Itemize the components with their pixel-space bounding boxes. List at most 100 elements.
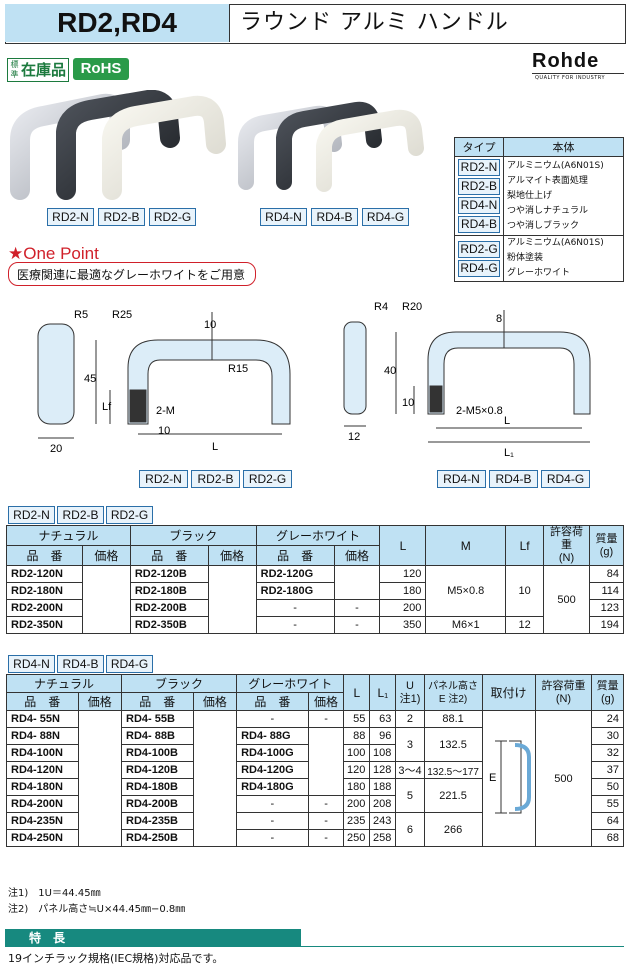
rd2-m: M5×0.8	[425, 565, 507, 617]
rd2-part-b: RD2-120B	[129, 565, 209, 583]
rd2-lf-header: Lf	[505, 525, 545, 566]
rd2-l: 120	[379, 565, 427, 583]
rd4-mass: 37	[591, 761, 624, 779]
rd2-part-n: RD2-350N	[6, 616, 83, 634]
rd2-label-lf: Lf	[102, 401, 112, 413]
type-code: RD2-N	[458, 159, 500, 176]
rd2-price-header: 価格	[333, 545, 381, 566]
drawing-tag-rd2-g: RD2-G	[243, 470, 292, 488]
rd4-panel-header: パネル高さ E 注2)	[423, 674, 483, 711]
rd4-table-tag-g: RD4-G	[106, 655, 153, 673]
rd4-u: 5	[395, 778, 425, 813]
mount-label-e: E	[489, 772, 496, 784]
rd4-part-g: -	[236, 795, 309, 813]
rd4-l1: 243	[369, 812, 397, 830]
table-row: RD2-200N RD2-200B - - 200 123	[6, 599, 625, 617]
rd4-price-n	[77, 710, 123, 847]
rd4-label-12: 12	[348, 431, 360, 443]
rd4-part-n: RD4-200N	[6, 795, 79, 813]
rd2-lf: 12	[505, 616, 545, 634]
photo-tag-rd2-n: RD2-N	[47, 208, 94, 226]
rd2-price-n	[81, 565, 131, 634]
type-code: RD2-G	[458, 240, 500, 258]
rd4-l1: 208	[369, 795, 397, 813]
rd4-part-b: RD4- 88B	[121, 727, 194, 745]
photo-tag-rd2-g: RD2-G	[149, 208, 196, 226]
rd2-greywhite-header: グレーホワイト	[255, 525, 381, 546]
rd4-part-n: RD4- 88N	[6, 727, 79, 745]
rd4-part-g: -	[236, 710, 309, 728]
rd4-l: 88	[343, 727, 371, 745]
rd2-part-g: -	[255, 599, 335, 617]
type-codes-group1: RD2-N RD2-B RD4-N RD4-B	[454, 156, 504, 236]
desc-line: グレーホワイト	[507, 268, 571, 278]
rd4-mass: 68	[591, 829, 624, 847]
rd4-part-header: 品 番	[236, 692, 309, 711]
table-row: RD4-235N RD4-235B - - 235 243 6 266 64	[6, 812, 624, 847]
rd4-part-b: RD4-235B	[121, 812, 194, 830]
rd4-l1: 108	[369, 744, 397, 762]
rd4-panel: 88.1	[423, 710, 483, 728]
rd4-l1-header: L₁	[369, 674, 397, 711]
desc-line: つや消しナチュラル	[507, 205, 589, 216]
rd2-price-b	[207, 565, 257, 634]
rd2-price-g	[333, 565, 381, 600]
rd4-part-header: 品 番	[121, 692, 194, 711]
rd4-drawing: R4 R20 8 40 10 2-M5×0.8 12 L L₁	[343, 301, 591, 459]
rd2-mass-header: 質量 (g)	[588, 525, 625, 566]
rd2-side-view	[37, 323, 75, 425]
rd4-panel: 266	[423, 812, 483, 847]
rd4-spec-table: ナチュラル ブラック グレーホワイト L L₁ U 注1) パネル高さ E 注2…	[5, 674, 624, 847]
rd2-table-tag-b: RD2-B	[57, 506, 104, 524]
rd4-g-photo	[316, 109, 424, 192]
rd4-l: 120	[343, 761, 371, 779]
rd4-table-tag-n: RD4-N	[8, 655, 55, 673]
rd4-l1: 258	[369, 829, 397, 847]
rd4-label-m: 2-M5×0.8	[456, 405, 503, 417]
rd2-part-b: RD2-180B	[129, 582, 209, 600]
rd4-part-n: RD4-100N	[6, 744, 79, 762]
rd4-part-header: 品 番	[6, 692, 79, 711]
rd4-label-l1: L₁	[504, 447, 514, 459]
rd2-l: 180	[379, 582, 427, 600]
rd2-mass: 84	[588, 565, 625, 583]
rd4-l: 200	[343, 795, 371, 813]
drawing-tag-rd4-g: RD4-G	[541, 470, 590, 488]
rd2-mass: 123	[588, 599, 625, 617]
rd4-part-g: RD4-180G	[236, 778, 309, 796]
rd4-panel: 132.5	[423, 727, 483, 762]
rd2-mass: 194	[588, 616, 625, 634]
rd4-l: 250	[343, 829, 371, 847]
rd4-part-g: -	[236, 829, 309, 847]
photo-tag-rd2-b: RD2-B	[98, 208, 145, 226]
rd4-part-n: RD4-120N	[6, 761, 79, 779]
table-row: RD4-180N RD4-180B RD4-180G 180 188 5 221…	[6, 778, 624, 813]
rd4-l1: 128	[369, 761, 397, 779]
rd4-l: 55	[343, 710, 371, 728]
rd4-u: 3～4	[395, 761, 425, 779]
rd4-table-tag-b: RD4-B	[57, 655, 104, 673]
rd2-part-header: 品 番	[6, 545, 83, 566]
product-code: RD2,RD4	[5, 4, 230, 42]
rd4-u: 2	[395, 710, 425, 728]
rd4-side-view	[343, 321, 367, 415]
rd4-part-b: RD4-100B	[121, 744, 194, 762]
type-header: タイプ	[454, 137, 504, 157]
rd4-part-b: RD4-250B	[121, 829, 194, 847]
rd2-mass: 114	[588, 582, 625, 600]
rd4-l: 235	[343, 812, 371, 830]
note-1: 注1) 1U＝44.45㎜	[8, 888, 101, 899]
table-row: RD2-120N RD2-120B RD2-120G 120 M5×0.8 10…	[6, 565, 625, 634]
rd2-price-header: 価格	[207, 545, 257, 566]
type-codes-group2: RD2-G RD4-G	[454, 235, 504, 282]
rd4-mass: 64	[591, 812, 624, 830]
rd2-price-header: 価格	[81, 545, 131, 566]
drawing-tag-rd4-n: RD4-N	[437, 470, 486, 488]
type-code: RD4-G	[458, 259, 500, 277]
rd4-label-r20: R20	[402, 301, 422, 313]
brand-tagline: QUALITY FOR INDUSTRY	[535, 75, 606, 81]
features-text: 19インチラック規格(IEC規格)対応品です。	[8, 952, 224, 965]
rd4-l1: 63	[369, 710, 397, 728]
one-point-title: ★One Point	[8, 244, 99, 263]
rd4-mount: E	[481, 710, 536, 847]
